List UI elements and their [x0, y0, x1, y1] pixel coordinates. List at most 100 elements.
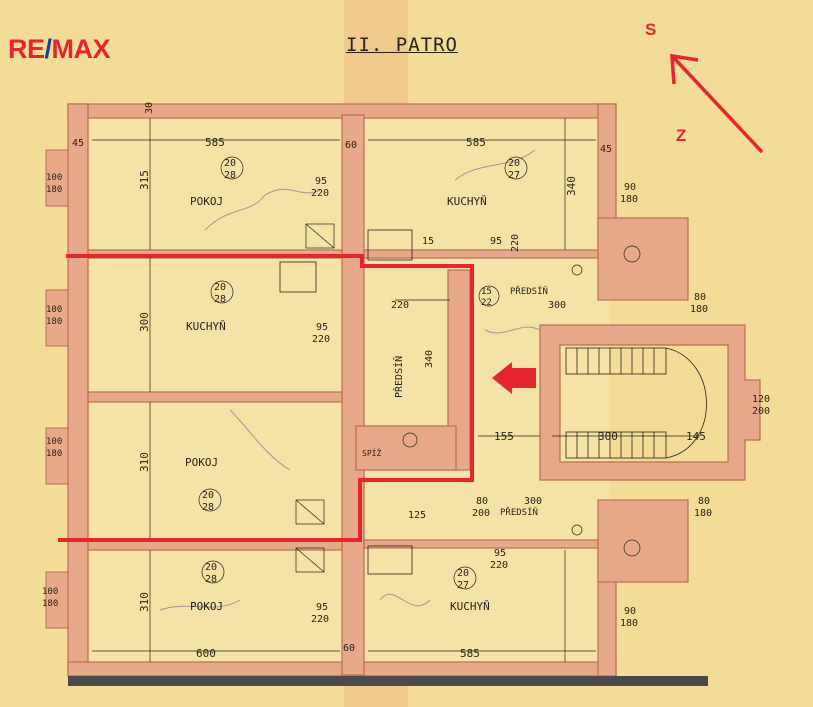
cl-bowl	[402, 432, 418, 448]
pencil-note-2	[454, 149, 536, 181]
dim-wall-45-b: 45	[600, 144, 612, 155]
pencil-note-6	[484, 326, 541, 334]
wall-partition-ne	[363, 249, 599, 259]
area-top-predsin: 15	[481, 287, 492, 297]
dim-wall-60-b: 60	[343, 643, 355, 654]
area-top-w-kitchen: 20	[214, 282, 226, 293]
room-areas: 20 28 20 27 20 28 20 28 20 28 20 27 15 2…	[198, 156, 528, 591]
area-top-se: 20	[457, 568, 469, 579]
area-circle-sw	[201, 560, 225, 584]
door-220-d: 220	[311, 614, 329, 625]
dim-small-200: 200	[472, 508, 490, 519]
door-95-a: 95	[315, 176, 327, 187]
window-180-b: 180	[46, 317, 62, 327]
dim-corridor-340: 340	[424, 350, 435, 368]
spiz-block	[355, 425, 457, 471]
sink-north	[571, 264, 583, 276]
compass-arrow-head	[670, 53, 699, 85]
stair-small-west	[279, 261, 317, 293]
window-west-3	[45, 427, 69, 485]
area-bottom-sw: 28	[205, 574, 217, 585]
wall-partition-se	[363, 539, 599, 549]
area-bottom-w-room: 28	[202, 502, 214, 513]
ws-90-a: 90	[624, 182, 636, 193]
pencil-note-1	[204, 188, 321, 231]
window-180-c: 180	[46, 449, 62, 459]
dim-wall-45-a: 45	[72, 138, 84, 149]
remax-logo: RE/MAX	[8, 34, 111, 65]
room-labels: POKOJ KUCHYŇ KUCHYŇ POKOJ POKOJ KUCHYŇ P…	[185, 195, 548, 613]
room-name-nw: POKOJ	[190, 195, 223, 208]
area-circle-w-room	[198, 488, 222, 512]
wall-west	[67, 103, 89, 677]
room-name-predsin-east-lower: PŘEDSÍŇ	[500, 506, 538, 518]
stove-sw-cross	[295, 547, 325, 573]
room-name-spiz: SPÍŽ	[362, 447, 381, 458]
room-name-predsin-central: PŘEDSÍŇ	[392, 356, 405, 398]
dim-stair-300: 300	[598, 430, 618, 443]
area-bottom-predsin: 22	[481, 298, 492, 308]
dim-wall-60-a: 60	[345, 140, 357, 151]
window-100-c: 100	[46, 437, 62, 447]
dim-315: 315	[138, 170, 151, 190]
wc-north-bowl	[623, 245, 641, 263]
dim-310-a: 310	[138, 452, 151, 472]
dim-310-b: 310	[138, 592, 151, 612]
room-name-w-kitchen: KUCHYŇ	[186, 320, 226, 333]
window-west-2	[45, 289, 69, 347]
stair-landing-arc	[665, 347, 707, 459]
ws-90-b: 90	[624, 606, 636, 617]
dim-600: 600	[196, 647, 216, 660]
stair-small-south	[367, 545, 413, 575]
window-100-a: 100	[46, 173, 62, 183]
door-220-b: 220	[312, 334, 330, 345]
compass-arrow-shaft	[672, 56, 764, 154]
dim-585-a: 585	[205, 136, 225, 149]
stair-flight-upper	[565, 347, 667, 375]
area-bottom-ne: 27	[508, 170, 520, 181]
dim-corridor-300-a: 300	[548, 300, 566, 311]
logo-right: MAX	[51, 34, 111, 64]
dim-340: 340	[565, 176, 578, 196]
stair-small-north	[367, 229, 413, 261]
area-bottom-se: 27	[457, 580, 469, 591]
dim-corridor-300-b: 300	[524, 496, 542, 507]
window-180-a: 180	[46, 185, 62, 195]
highlight-unit-boundary	[58, 254, 474, 542]
ws-80-b: 80	[698, 496, 710, 507]
pencil-notes	[159, 149, 541, 611]
compass-north-label: S	[645, 20, 657, 39]
wc-block-north	[597, 217, 689, 301]
dim-stair-145: 145	[686, 430, 706, 443]
logo-left: RE	[8, 34, 45, 64]
ground-line	[68, 676, 708, 686]
window-west-4	[45, 571, 69, 629]
stove-nw	[305, 223, 335, 249]
logo-slash: /	[44, 34, 53, 64]
wc-south-bowl	[623, 539, 641, 557]
area-top-sw: 20	[205, 562, 217, 573]
area-circle-predsin	[478, 285, 500, 307]
ws-180-c: 180	[690, 304, 708, 315]
dim-stair-155: 155	[494, 430, 514, 443]
door-95-d: 95	[316, 602, 328, 613]
stove-nw-cross	[305, 223, 335, 249]
compass-arrow	[670, 53, 764, 154]
floor-title: II. PATRO	[346, 34, 458, 56]
dim-stair-120: 120	[752, 394, 770, 405]
stove-w-cross	[295, 499, 325, 525]
window-100-d: 100	[42, 587, 58, 597]
dim-585-b: 585	[466, 136, 486, 149]
stove-w	[295, 499, 325, 525]
window-100-b: 100	[46, 305, 62, 315]
dim-wall-30: 30	[144, 102, 155, 114]
door-95-c: 95	[490, 236, 502, 247]
dim-300: 300	[138, 312, 151, 332]
ws-180-a: 180	[620, 194, 638, 205]
area-top-w-room: 20	[202, 490, 214, 501]
room-name-se: KUCHYŇ	[450, 600, 490, 613]
dimension-lines	[92, 118, 700, 662]
area-bottom-w-kitchen: 28	[214, 294, 226, 305]
window-west-1	[45, 149, 69, 207]
